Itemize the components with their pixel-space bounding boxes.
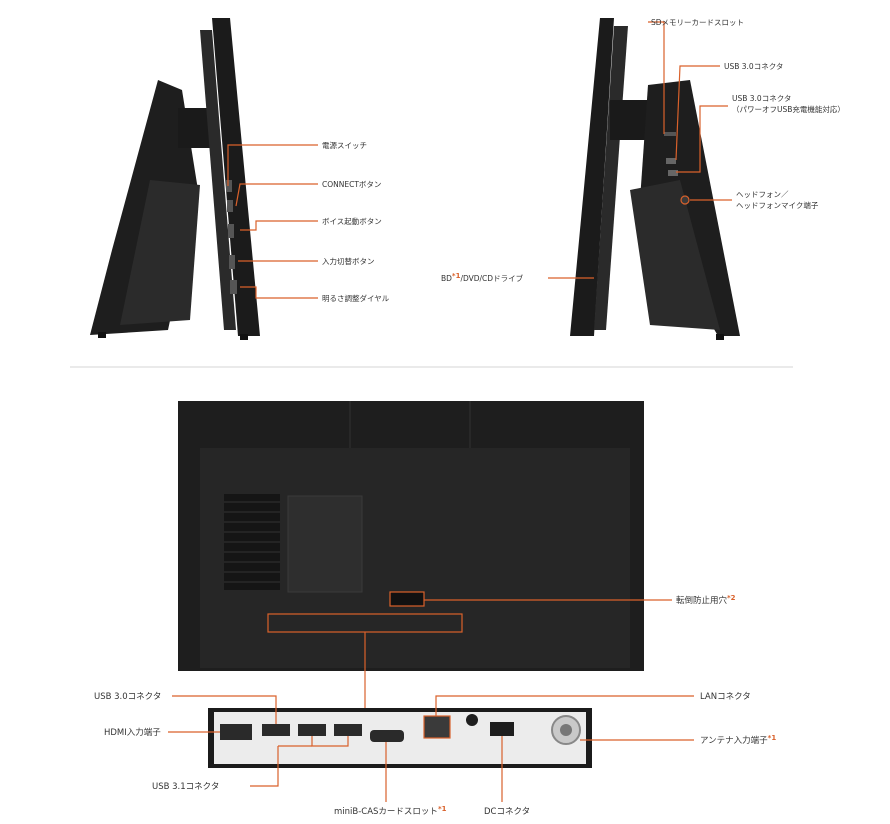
right-hinge [610,100,650,140]
label-minibcas: miniB-CASカードスロット*1 [334,805,447,817]
port-dc [490,722,514,736]
left-side-view: 電源スイッチ CONNECTボタン ボイス起動ボタン 入力切替ボタン 明るさ調整… [90,18,390,340]
left-dial-brightness [230,280,237,294]
label-lan: LANコネクタ [700,692,751,702]
callout-connect [235,183,318,207]
label-antenna: アンテナ入力端子*1 [700,734,776,746]
label-connect: CONNECTボタン [322,180,381,189]
port-usb30 [262,724,290,736]
right-monitor-body [570,18,614,336]
right-stand-plate [630,180,720,330]
left-button-input [229,255,235,269]
left-foot-2 [240,334,248,340]
right-port-headphone [680,195,690,205]
label-usb30: USB 3.0コネクタ [724,62,783,71]
label-optical: BD*1/DVD/CDドライブ [441,272,524,283]
callout-rear-usb30 [172,695,277,724]
label-rear-usb30: USB 3.0コネクタ [94,692,161,702]
left-foot-1 [98,332,106,338]
port-lan [423,715,451,739]
right-side-view: SDメモリーカードスロット USB 3.0コネクタ USB 3.0コネクタ （パ… [441,18,845,340]
rear-vent-slots [224,501,280,583]
rear-access-cover [287,495,363,593]
port-lock [466,714,478,726]
callout-voice [240,220,318,231]
label-power: 電源スイッチ [322,141,367,150]
port-usb31-2 [334,724,362,736]
label-usb30-power-2: （パワーオフUSB充電機能対応） [732,104,845,114]
label-headphone-2: ヘッドフォンマイク端子 [736,200,819,210]
left-button-connect [227,200,233,212]
label-usb31: USB 3.1コネクタ [152,782,219,792]
left-button-voice [228,224,234,238]
port-panel: USB 3.0コネクタ HDMI入力端子 USB 3.1コネクタ miniB-C… [94,692,776,817]
left-button-power [226,180,232,192]
callout-power [227,144,318,186]
right-port-sd [664,132,676,136]
callout-usb31 [311,736,349,747]
label-headphone-1: ヘッドフォン／ [736,190,789,199]
label-usb30-power-1: USB 3.0コネクタ [732,94,791,103]
label-brightness: 明るさ調整ダイヤル [322,293,390,303]
label-input: 入力切替ボタン [322,256,375,266]
left-stand-plate [120,180,200,325]
callout-lan [435,695,694,716]
label-hdmi: HDMI入力端子 [104,727,161,738]
right-port-usb-2 [668,170,678,176]
left-monitor-body [212,18,260,336]
rear-view: 転倒防止用穴*2 [178,401,736,708]
left-monitor-edge [200,30,236,330]
callout-usb30 [675,65,720,161]
right-stand-leg [640,80,740,336]
label-sd: SDメモリーカードスロット [651,18,744,27]
port-minibcas [370,730,404,742]
callout-usb30-power [676,105,728,173]
right-port-usb-1 [666,158,676,164]
callout-usb31-stem [250,746,279,787]
callout-brightness [240,286,318,299]
port-usb31-1 [298,724,326,736]
label-anti-tip: 転倒防止用穴*2 [676,594,736,606]
callout-sd [648,21,665,134]
label-dc: DCコネクタ [484,807,530,817]
port-hdmi [220,724,252,740]
rear-anti-tip-hole [389,591,425,607]
right-foot [716,334,724,340]
label-voice: ボイス起動ボタン [322,217,382,226]
